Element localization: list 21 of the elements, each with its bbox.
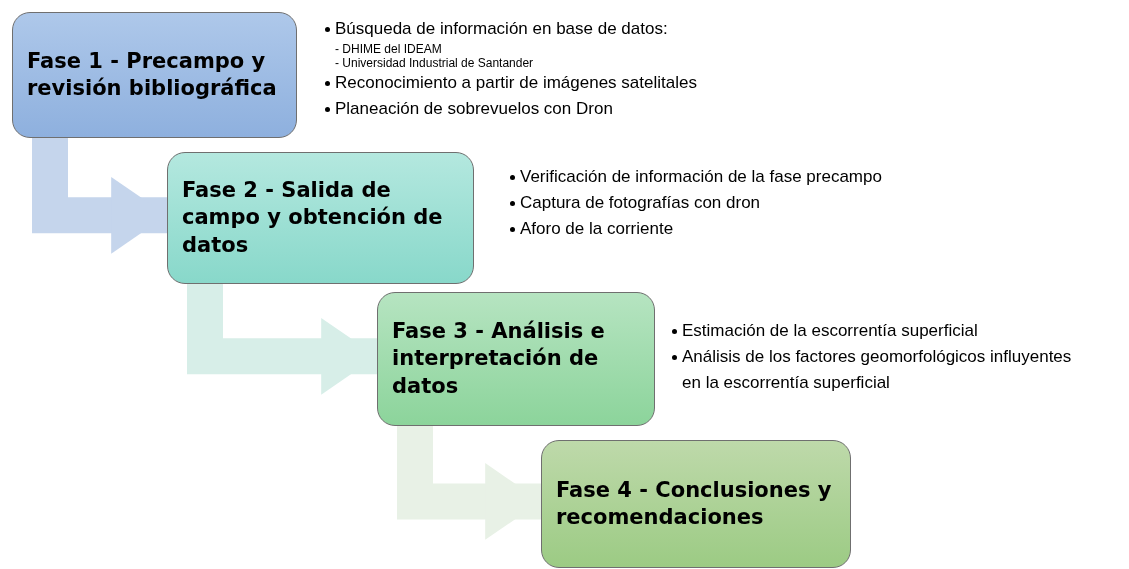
bent-arrow <box>32 138 167 254</box>
phase-box <box>167 152 474 284</box>
bent-arrow <box>397 426 541 540</box>
sub-item-text: - Universidad Industrial de Santander <box>334 56 535 70</box>
bullet-text: Búsqueda de información en base de datos: <box>325 16 765 42</box>
bullet-text: Estimación de la escorrentía superficial <box>672 318 1092 344</box>
bent-arrow <box>187 284 377 395</box>
bullet-text: Reconocimiento a partir de imágenes satelitales <box>325 70 765 96</box>
phase-title: Fase 3 - Análisis e interpretación de datos <box>392 318 606 400</box>
bullet-text: Aforo de la corriente <box>510 216 950 242</box>
bullet-text: Captura de fotografías con dron <box>510 190 950 216</box>
phase-title: Fase 2 - Salida de campo y obtención de datos <box>182 177 444 259</box>
phase-box <box>377 292 655 426</box>
phase-title: Fase 4 - Conclusiones y recomendaciones <box>556 476 833 531</box>
phase-box <box>12 12 297 138</box>
phase-title: Fase 1 - Precampo y revisión bibliográfica <box>27 47 278 102</box>
phase-box <box>541 440 851 568</box>
sub-item-text: - DHIME del IDEAM <box>334 42 443 56</box>
bullet-text: Verificación de información de la fase precampo <box>510 164 950 190</box>
bullet-text: Planeación de sobrevuelos con Dron <box>325 96 765 122</box>
bullet-text: Análisis de los factores geomorfológicos influyentes en la escorrentía superficial <box>672 344 1092 396</box>
